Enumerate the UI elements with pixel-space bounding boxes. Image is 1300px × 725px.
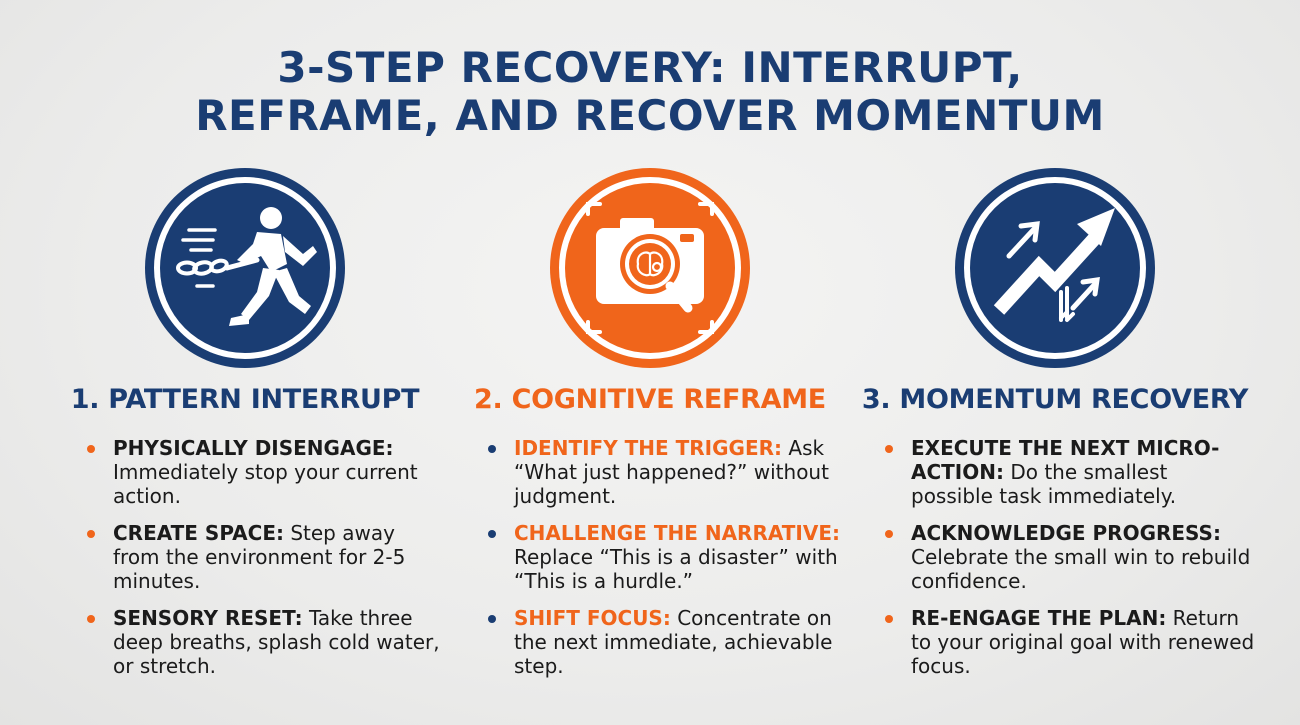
item-text: Ask “What just happened?” without judgme… [514, 436, 829, 508]
item-label: ACKNOWLEDGE PROGRESS: [911, 521, 1221, 545]
item-label: SENSORY RESET: [113, 606, 303, 630]
list-item: ACKNOWLEDGE PROGRESS: Celebrate the smal… [885, 521, 1255, 593]
list-item: SHIFT FOCUS: Concentrate on the next imm… [488, 606, 850, 678]
camera-brain-magnifier-icon [550, 168, 750, 368]
step-3-icon-container [855, 168, 1255, 368]
item-label: IDENTIFY THE TRIGGER: [514, 436, 783, 460]
bullet-icon [885, 445, 893, 453]
item-text: Replace “This is a disaster” with “This … [514, 545, 838, 593]
title-line-2: REFRAME, AND RECOVER MOMENTUM [195, 91, 1105, 140]
step-pattern-interrupt: 1. PATTERN INTERRUPT PHYSICALLY DISENGAG… [45, 168, 445, 691]
item-label: EXECUTE THE NEXT MICRO-ACTION: [911, 436, 1220, 484]
page-title: 3-STEP RECOVERY: INTERRUPT, REFRAME, AND… [0, 44, 1300, 140]
item-text: Do the smallest possible task immediatel… [911, 460, 1177, 508]
list-item: IDENTIFY THE TRIGGER: Ask “What just hap… [488, 436, 850, 508]
bullet-icon [885, 530, 893, 538]
item-label: CHALLENGE THE NARRATIVE: [514, 521, 840, 545]
list-item: EXECUTE THE NEXT MICRO-ACTION: Do the sm… [885, 436, 1255, 508]
bullet-icon [87, 615, 95, 623]
bullet-icon [488, 530, 496, 538]
running-person-breaking-chain-icon [145, 168, 345, 368]
upward-trend-arrows-icon [955, 168, 1155, 368]
list-item: CHALLENGE THE NARRATIVE: Replace “This i… [488, 521, 850, 593]
title-line-1: 3-STEP RECOVERY: INTERRUPT, [277, 43, 1023, 92]
list-item: CREATE SPACE: Step away from the environ… [87, 521, 445, 593]
step-3-list: EXECUTE THE NEXT MICRO-ACTION: Do the sm… [855, 436, 1255, 678]
item-label: RE-ENGAGE THE PLAN: [911, 606, 1167, 630]
item-text: Celebrate the small win to rebuild confi… [911, 545, 1251, 593]
item-text: Return to your original goal with renewe… [911, 606, 1255, 678]
step-cognitive-reframe: 2. COGNITIVE REFRAME IDENTIFY THE TRIGGE… [450, 168, 850, 691]
list-item: PHYSICALLY DISENGAGE: Immediately stop y… [87, 436, 445, 508]
bullet-icon [885, 615, 893, 623]
step-3-heading: 3. MOMENTUM RECOVERY [861, 384, 1249, 415]
item-label: SHIFT FOCUS: [514, 606, 671, 630]
step-2-heading: 2. COGNITIVE REFRAME [474, 384, 826, 415]
item-text: Immediately stop your current action. [113, 460, 418, 508]
step-1-icon-container [45, 168, 445, 368]
item-text: Step away from the environment for 2-5 m… [113, 521, 406, 593]
step-2-icon-container [450, 168, 850, 368]
item-label: PHYSICALLY DISENGAGE: [113, 436, 394, 460]
list-item: RE-ENGAGE THE PLAN: Return to your origi… [885, 606, 1255, 678]
step-momentum-recovery: 3. MOMENTUM RECOVERY EXECUTE THE NEXT MI… [855, 168, 1255, 691]
bullet-icon [87, 530, 95, 538]
bullet-icon [488, 445, 496, 453]
item-text: Concentrate on the next immediate, achie… [514, 606, 833, 678]
item-text: Take three deep breaths, splash cold wat… [113, 606, 440, 678]
list-item: SENSORY RESET: Take three deep breaths, … [87, 606, 445, 678]
item-label: CREATE SPACE: [113, 521, 284, 545]
step-2-list: IDENTIFY THE TRIGGER: Ask “What just hap… [450, 436, 850, 678]
bullet-icon [488, 615, 496, 623]
step-1-heading: 1. PATTERN INTERRUPT [70, 384, 420, 415]
step-1-list: PHYSICALLY DISENGAGE: Immediately stop y… [45, 436, 445, 678]
bullet-icon [87, 445, 95, 453]
